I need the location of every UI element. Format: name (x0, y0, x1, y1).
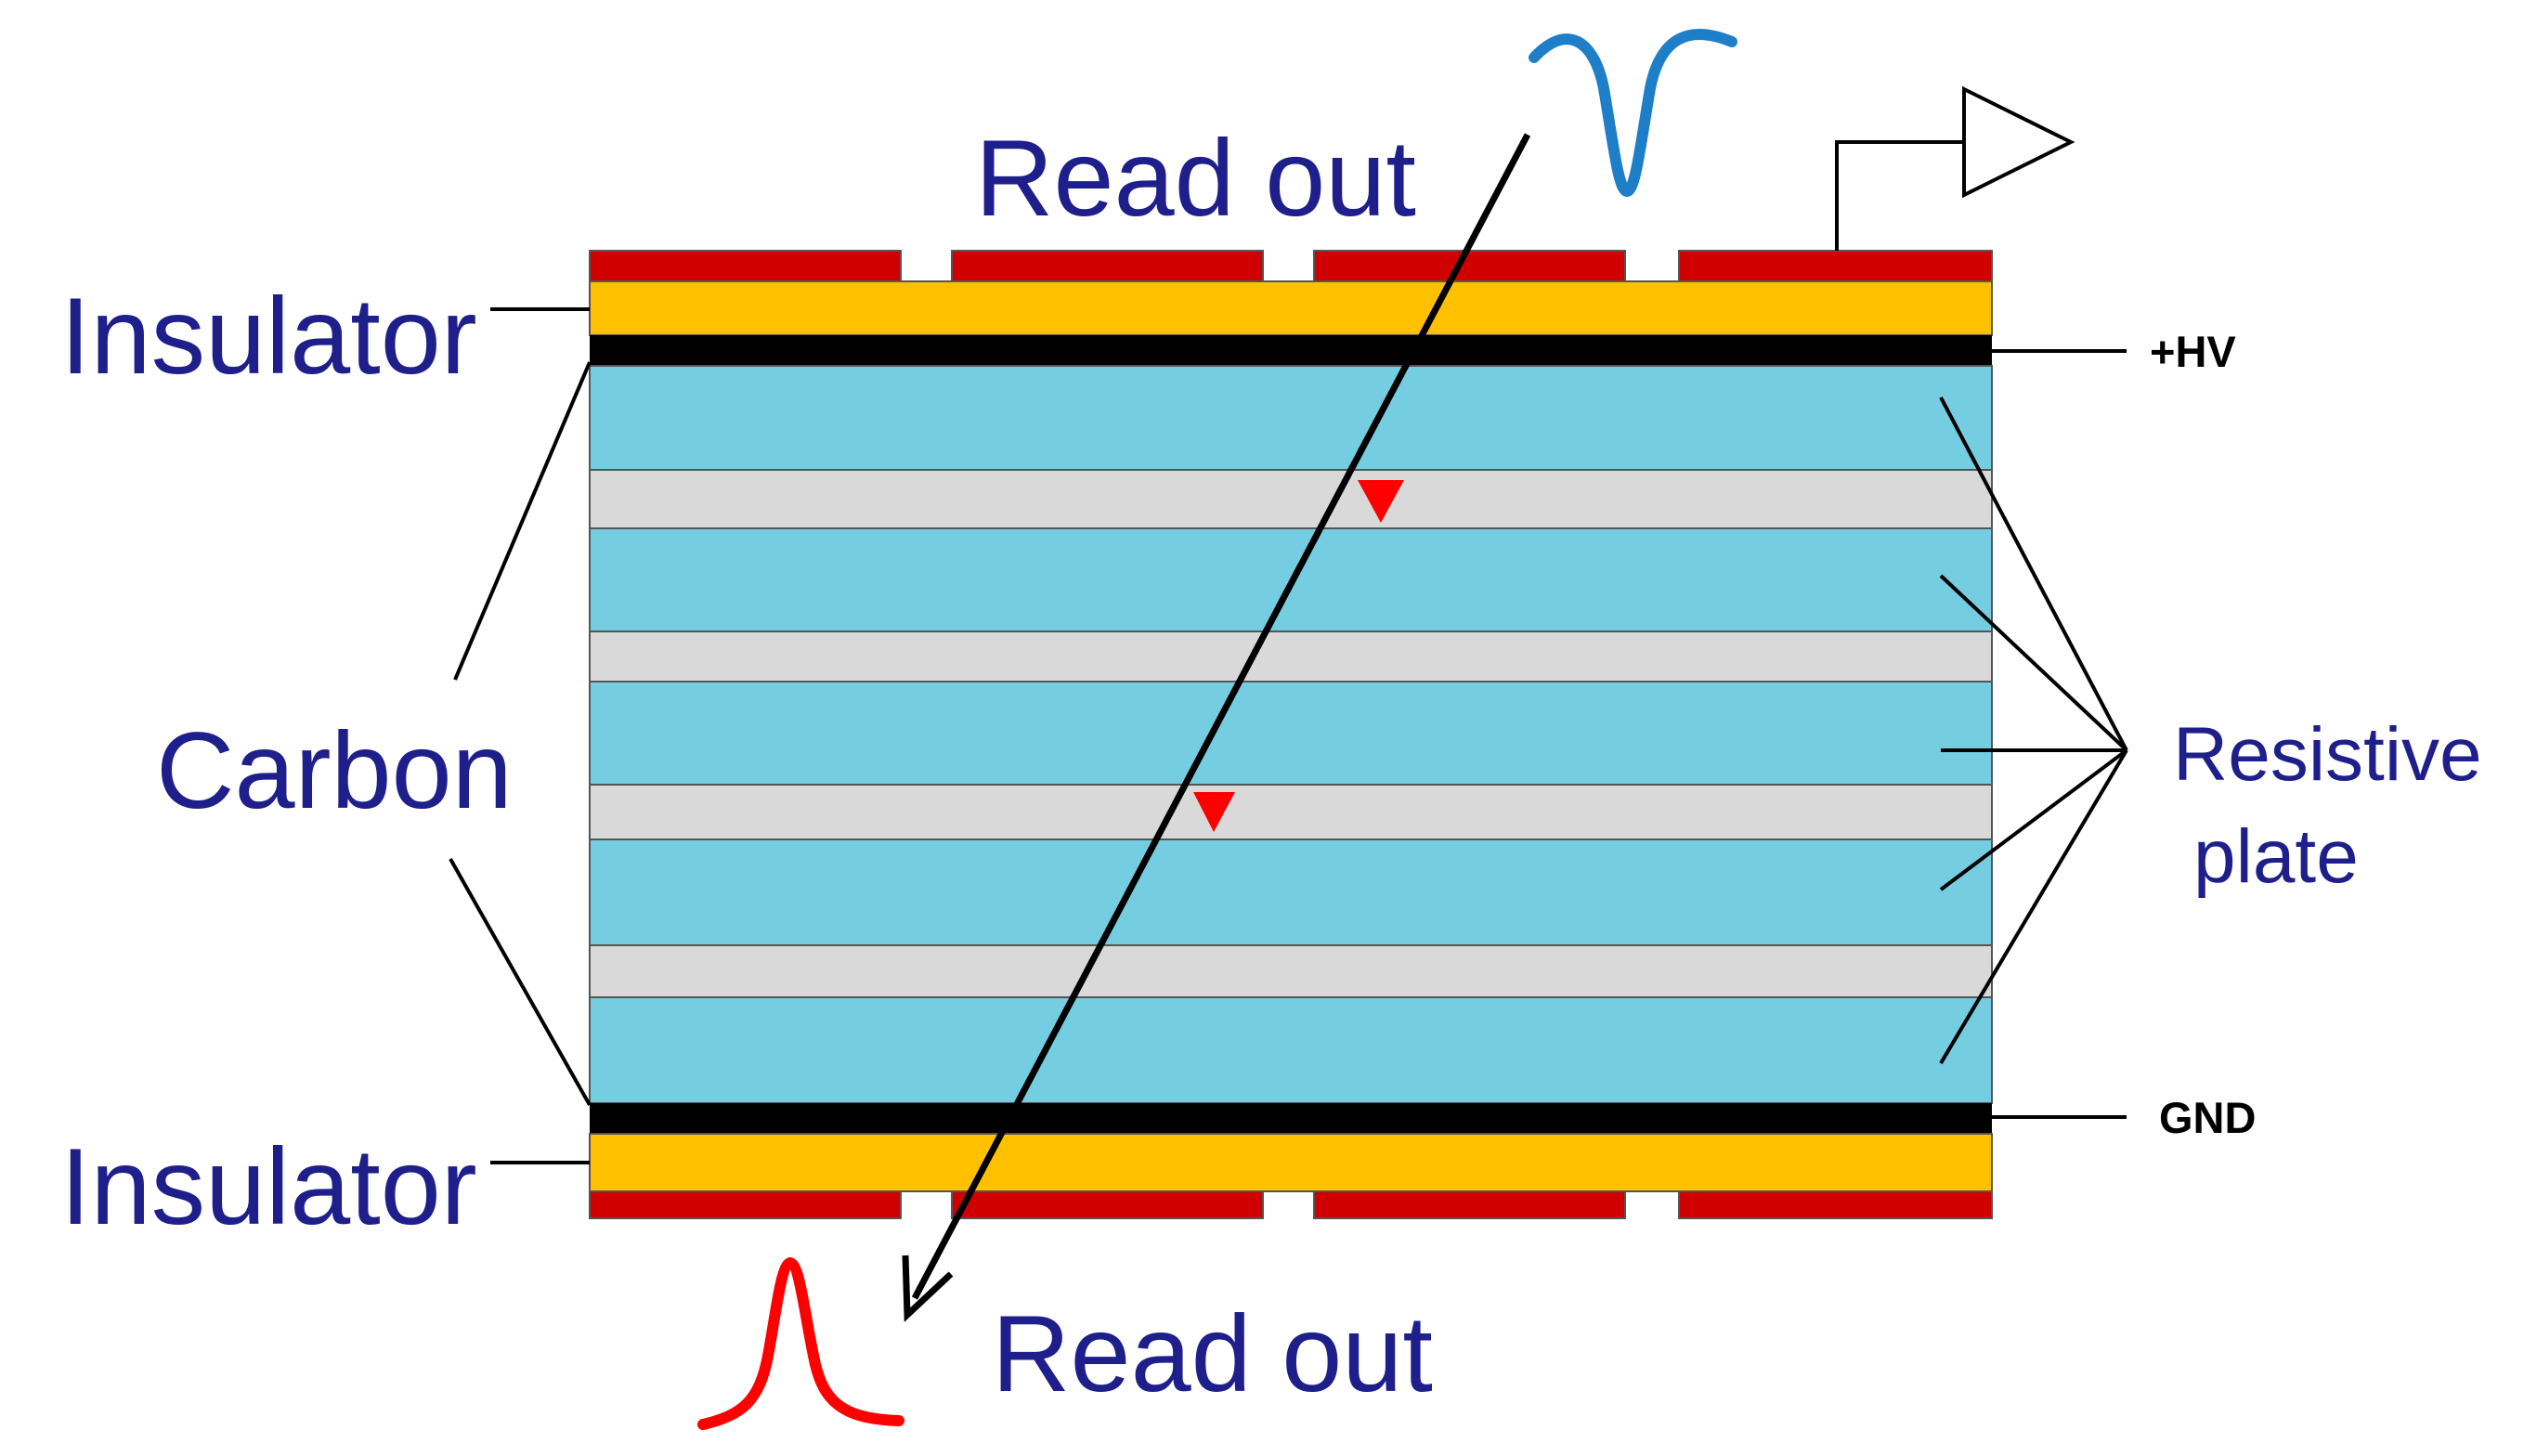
gas-gap (589, 630, 1993, 682)
readout-strip (1313, 1190, 1626, 1219)
insulator-label-bottom: Insulator (60, 1125, 477, 1247)
resistive-plate (589, 681, 1993, 786)
resistive-plate-label-line2: plate (2193, 814, 2359, 899)
readout-strip (1678, 1190, 1993, 1219)
gas-gap (589, 784, 1993, 840)
carbon-leader-bottom (449, 858, 592, 1106)
readout-strip (951, 1190, 1264, 1219)
resistive-leader (1939, 748, 2128, 891)
resistive-leader (1939, 396, 2128, 751)
insulator-layer-bottom (589, 1133, 1993, 1192)
particle-track-arrow-icon (902, 133, 1531, 1322)
resistive-leader (1939, 748, 2128, 1065)
insulator-label-top: Insulator (60, 275, 477, 396)
amplifier-triangle-icon (1835, 85, 2075, 251)
avalanche-marker (1193, 792, 1235, 832)
resistive-plate (589, 365, 1993, 471)
avalanche-marker (1358, 480, 1404, 523)
readout-strip (1678, 250, 1993, 282)
negative-pulse-icon (1529, 29, 1737, 198)
gnd-label: GND (2159, 1093, 2256, 1142)
readout-strip (589, 250, 902, 282)
carbon-electrode-bottom (590, 1103, 1992, 1134)
readout-strip (1313, 250, 1626, 282)
resistive-plate (589, 996, 1993, 1104)
carbon-electrode-top (590, 335, 1992, 366)
hv-label: +HV (2150, 327, 2236, 376)
readout-strip (589, 1190, 902, 1219)
gas-gap (589, 944, 1993, 998)
plate-stack (589, 365, 1993, 1104)
carbon-leader-top (453, 361, 592, 681)
top-readout-strips (589, 250, 1993, 282)
resistive-plate-label-line1: Resistive (2173, 712, 2482, 797)
resistive-plate (589, 838, 1993, 946)
positive-pulse-icon (697, 1256, 904, 1430)
gas-gap (589, 469, 1993, 529)
bottom-readout-strips (589, 1190, 1993, 1219)
leader-lines (449, 307, 2128, 1164)
insulator-layer-top (589, 280, 1993, 336)
readout-strip (951, 250, 1264, 282)
readout-label-bottom: Read out (992, 1293, 1433, 1414)
carbon-label: Carbon (156, 709, 513, 831)
resistive-leader (1939, 574, 2128, 752)
readout-label-top: Read out (975, 117, 1416, 239)
